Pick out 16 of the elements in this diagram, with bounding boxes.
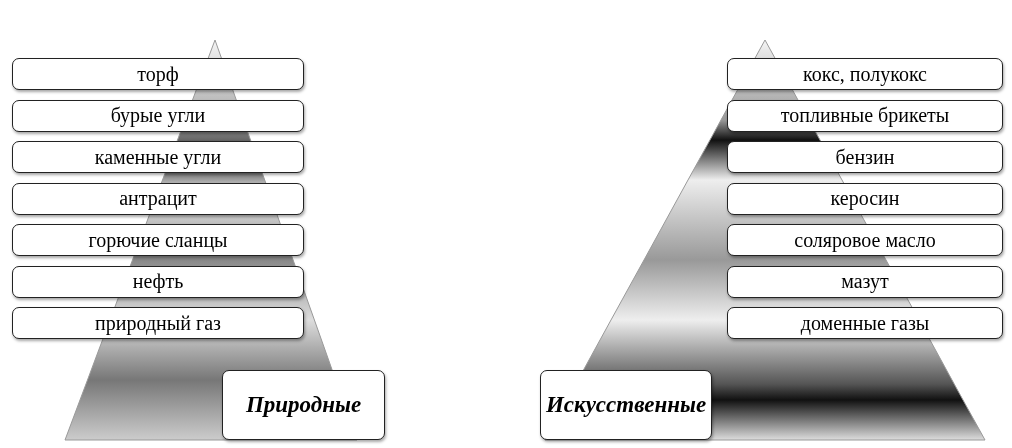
fuel-box: мазут xyxy=(727,265,1003,298)
fuel-box: топливные брикеты xyxy=(727,99,1003,132)
fuel-box: торф xyxy=(12,58,304,90)
fuel-box: керосин xyxy=(727,182,1003,215)
fuel-box: кокс, полукокс xyxy=(727,58,1003,90)
fuel-box: природный газ xyxy=(12,307,304,339)
fuel-box: горючие сланцы xyxy=(12,224,304,256)
fuel-box: антрацит xyxy=(12,182,304,215)
category-box: Искусственные xyxy=(540,370,712,440)
fuel-box: соляровое масло xyxy=(727,224,1003,256)
fuel-box: бензин xyxy=(727,141,1003,173)
fuel-box: каменные угли xyxy=(12,141,304,173)
fuel-box: нефть xyxy=(12,265,304,298)
category-box: Природные xyxy=(222,370,385,440)
fuel-box: бурые угли xyxy=(12,99,304,132)
fuel-box: доменные газы xyxy=(727,307,1003,339)
